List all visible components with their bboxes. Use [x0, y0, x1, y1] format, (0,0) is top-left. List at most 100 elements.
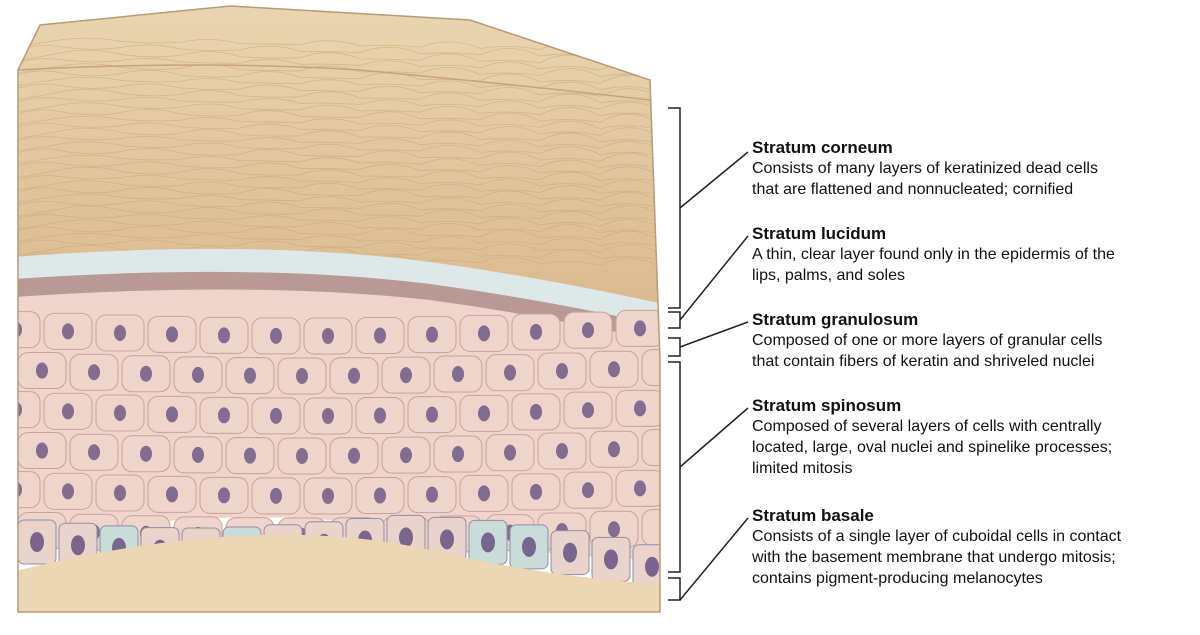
cell-nucleus: [608, 441, 620, 458]
spinosum-cell: [641, 509, 660, 547]
corneum-fiber: [18, 244, 660, 262]
cell-nucleus: [374, 487, 386, 504]
cell-nucleus: [712, 358, 724, 374]
cell-nucleus: [114, 484, 126, 501]
label-stratum-corneum: Stratum corneum Consists of many layers …: [752, 138, 1192, 200]
corneum-fiber: [18, 76, 660, 93]
cell-nucleus: [686, 319, 698, 335]
cell-nucleus: [582, 402, 594, 419]
cell-nucleus: [556, 442, 568, 459]
spinosum-cell: [641, 349, 660, 387]
label-desc-line: that are flattened and nonnucleated; cor…: [752, 181, 1074, 198]
layer-brackets: [668, 107, 749, 601]
corneum-fiber: [18, 63, 660, 80]
label-title: Stratum spinosum: [752, 396, 902, 415]
cell-nucleus: [712, 438, 724, 454]
label-stratum-lucidum: Stratum lucidum A thin, clear layer foun…: [752, 224, 1192, 286]
cell-nucleus: [166, 486, 178, 503]
cell-nucleus: [88, 364, 100, 381]
cell-nucleus: [348, 447, 360, 464]
leader-lucidum: [679, 235, 749, 321]
label-title: Stratum corneum: [752, 138, 893, 157]
label-desc-line: limited mitosis: [752, 460, 853, 477]
corneum-fiber: [18, 219, 660, 236]
leader-spinosum: [679, 407, 749, 468]
cell-nucleus: [634, 480, 646, 497]
spinosum-cell: [668, 389, 716, 425]
cell-nucleus: [426, 326, 438, 343]
label-desc-line: Consists of many layers of keratinized d…: [752, 160, 1098, 177]
corneum-fiber: [18, 102, 660, 119]
cell-nucleus: [374, 327, 386, 344]
cell-nucleus: [530, 483, 542, 500]
cell-nucleus: [114, 404, 126, 421]
cell-nucleus: [192, 366, 204, 383]
cell-nucleus: [634, 320, 646, 337]
cell-nucleus: [712, 518, 724, 534]
corneum-fiber: [18, 83, 660, 100]
corneum-fiber: [18, 187, 660, 204]
label-desc-line: Composed of several layers of cells with…: [752, 418, 1102, 435]
cell-nucleus: [270, 327, 282, 344]
cell-nucleus: [522, 536, 536, 557]
label-desc-line: Consists of a single layer of cuboidal c…: [752, 528, 1122, 545]
leader-basale: [679, 517, 749, 601]
cell-nucleus: [634, 400, 646, 417]
cell-nucleus: [62, 323, 74, 340]
cell-nucleus: [140, 445, 152, 462]
cell-nucleus: [18, 401, 22, 418]
cell-nucleus: [608, 361, 620, 378]
label-stratum-basale: Stratum basale Consists of a single laye…: [752, 506, 1192, 589]
corneum-fiber: [18, 88, 660, 106]
cell-nucleus: [426, 486, 438, 503]
cell-nucleus: [481, 532, 495, 553]
block-outline: [17, 5, 661, 613]
cell-nucleus: [660, 440, 672, 456]
corneum-fiber: [18, 239, 660, 256]
cell-nucleus: [400, 367, 412, 384]
cell-nucleus: [62, 483, 74, 500]
cell-nucleus: [140, 365, 152, 382]
cell-nucleus: [478, 405, 490, 422]
corneum-fiber: [18, 200, 660, 217]
spinosum-cell: [694, 508, 742, 544]
cell-nucleus: [18, 481, 22, 498]
cell-nucleus: [452, 366, 464, 383]
corneum-fiber: [18, 154, 660, 171]
corneum-fiber: [18, 122, 660, 139]
cell-nucleus: [166, 406, 178, 423]
corneum-fiber: [18, 205, 660, 223]
corneum-fibers: [18, 37, 660, 269]
cell-nucleus: [244, 447, 256, 464]
cell-nucleus: [478, 485, 490, 502]
cell-nucleus: [686, 399, 698, 415]
bracket-spinosum: [668, 361, 681, 573]
cell-nucleus: [504, 444, 516, 461]
corneum-fiber: [18, 193, 660, 210]
corneum-fiber: [18, 226, 660, 243]
corneum-fiber: [18, 127, 660, 145]
corneum-fiber: [18, 161, 660, 178]
spinosum-cell: [18, 471, 41, 509]
cell-nucleus: [608, 521, 620, 538]
label-desc-line: with the basement membrane that undergo …: [752, 549, 1116, 566]
corneum-fiber: [18, 232, 660, 249]
cell-nucleus: [322, 327, 334, 344]
cell-nucleus: [686, 479, 698, 495]
cell-nucleus: [452, 446, 464, 463]
corneum-fiber: [18, 97, 660, 113]
cell-nucleus: [660, 520, 672, 536]
corneum-fiber: [18, 115, 660, 132]
label-desc-line: located, large, oval nuclei and spinelik…: [752, 439, 1113, 456]
spinosum-cell: [641, 429, 660, 467]
cell-nucleus: [374, 407, 386, 424]
cell-nucleus: [399, 527, 413, 548]
leader-granulosum: [679, 321, 749, 348]
cell-nucleus: [582, 322, 594, 339]
top-surface-edge: [17, 64, 651, 101]
label-desc-line: contains pigment-producing melanocytes: [752, 570, 1043, 587]
dermis-region: [18, 534, 660, 612]
corneum-fiber: [18, 175, 660, 191]
